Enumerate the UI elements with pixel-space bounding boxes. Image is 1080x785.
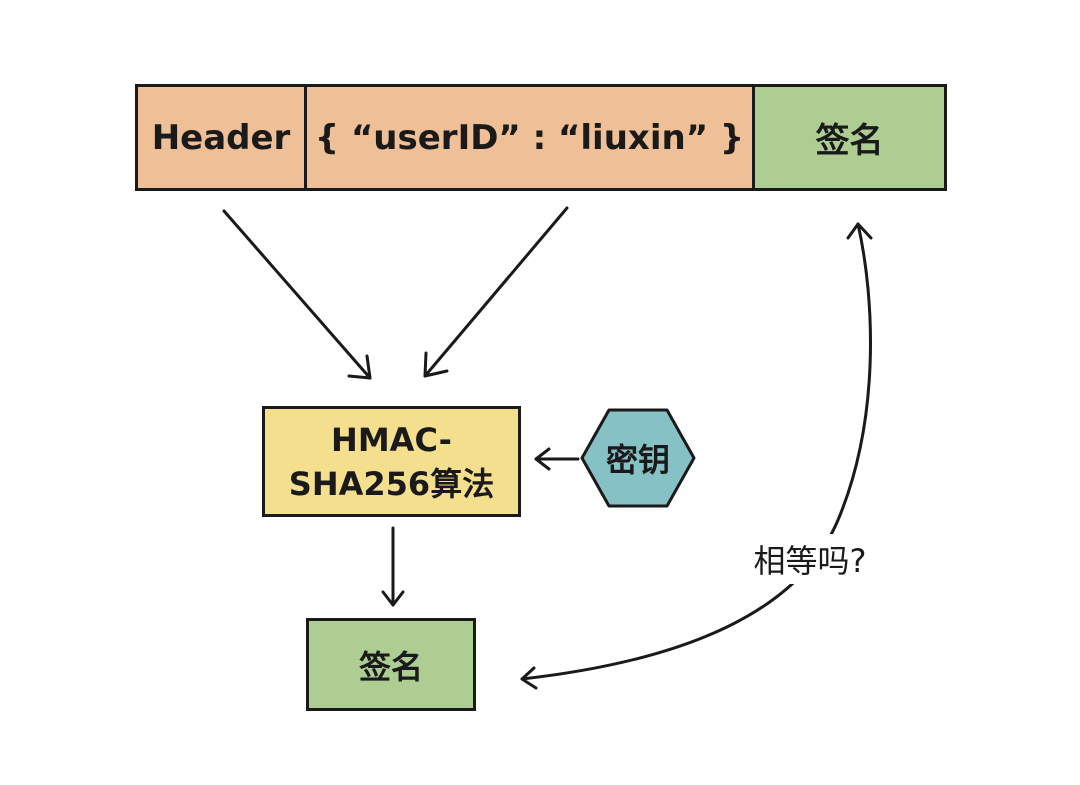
arrow-compare-signatures [520,222,873,690]
arrow-key-to-hmac [534,447,580,471]
arrow-hmac-to-signature [381,526,405,607]
arrow-header-to-hmac [222,209,372,380]
arrow-payload-to-hmac [423,206,569,378]
jwt-signature-cell: 签名 [752,84,947,191]
computed-signature-box: 签名 [306,618,476,711]
secret-key-hexagon [580,408,696,508]
jwt-payload-label: { “userID” : “liuxin” } [314,117,745,158]
computed-signature-label: 签名 [358,647,423,686]
jwt-header-cell: Header [135,84,307,191]
jwt-header-label: Header [151,117,291,158]
jwt-signature-label: 签名 [815,121,884,161]
secret-key-label: 密钥 [605,441,670,479]
jwt-payload-cell: { “userID” : “liuxin” } [304,84,755,191]
hmac-label-line2: SHA256算法 [288,464,495,503]
hmac-label-line1: HMAC- [331,420,452,459]
hmac-algorithm-box: HMAC- SHA256算法 [262,406,521,517]
compare-question-label: 相等吗? [720,534,900,584]
